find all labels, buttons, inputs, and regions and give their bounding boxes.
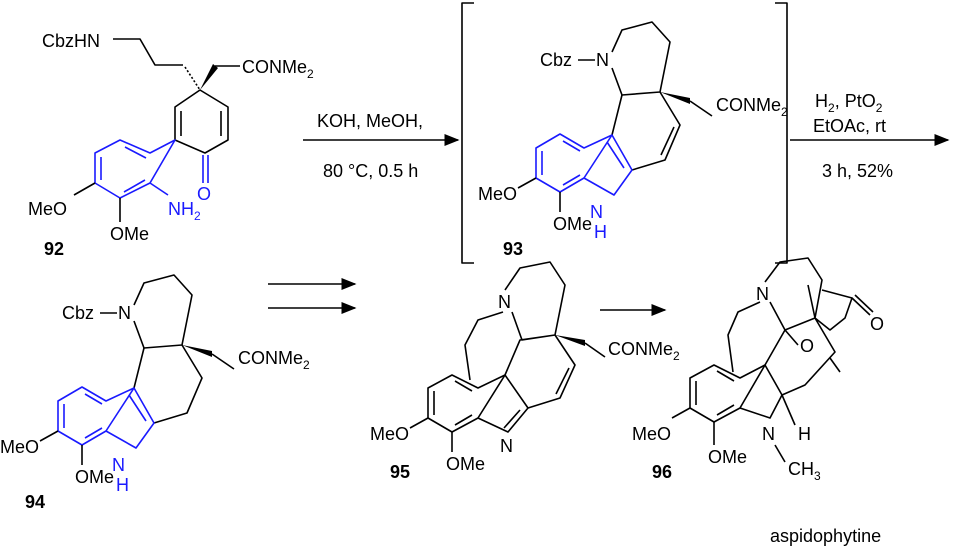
- conme2-group: CONMe2: [716, 95, 788, 119]
- indoline-n: N: [762, 424, 775, 444]
- step1-conditions-line1: KOH, MeOH,: [317, 111, 423, 131]
- conme2-group: CONMe2: [238, 348, 310, 372]
- nh2-group: NH2: [168, 199, 201, 223]
- piperidine-n: N: [118, 303, 131, 323]
- compound-name: aspidophytine: [770, 526, 881, 546]
- meo-group: MeO: [632, 424, 671, 444]
- amine-n: N: [498, 292, 511, 312]
- reaction-arrow-step1: KOH, MeOH, 80 °C, 0.5 h: [303, 111, 460, 181]
- meo-group: MeO: [0, 437, 39, 457]
- compound-93: Cbz N CONMe2 N H MeO OMe 93: [478, 21, 788, 259]
- carbonyl-o: O: [197, 184, 211, 204]
- amine-n: N: [756, 284, 769, 304]
- step2-conditions-line3: 3 h, 52%: [822, 161, 893, 181]
- ome-group: OMe: [708, 447, 747, 467]
- left-bracket: [461, 2, 474, 264]
- multistep-arrows: [268, 278, 357, 314]
- ome-group: OMe: [75, 467, 114, 487]
- n-methyl: CH3: [788, 459, 821, 483]
- indole-n: N: [112, 455, 125, 475]
- carbonyl-o: O: [870, 314, 884, 334]
- piperidine-n: N: [596, 50, 609, 70]
- conme2-group: CONMe2: [242, 57, 314, 81]
- compound-94: Cbz N CONMe2 N H MeO OMe 94: [0, 274, 310, 512]
- ome-group: OMe: [446, 454, 485, 474]
- meo-group: MeO: [28, 199, 67, 219]
- meo-group: MeO: [370, 424, 409, 444]
- cbz-group: Cbz: [540, 50, 572, 70]
- compound-label: 93: [503, 239, 523, 259]
- indole-h: H: [116, 475, 129, 495]
- ome-group: OMe: [553, 214, 592, 234]
- h-atom: H: [798, 424, 811, 444]
- compound-label: 92: [44, 239, 64, 259]
- conme2-group: CONMe2: [608, 339, 680, 363]
- compound-label: 94: [25, 492, 45, 512]
- compound-95: N CONMe2 N MeO OMe 95: [370, 261, 680, 482]
- right-bracket: [775, 2, 788, 264]
- cbzhn-group: CbzHN: [42, 31, 100, 51]
- step2-conditions-line1: H2, PtO2: [815, 91, 883, 115]
- meo-group: MeO: [478, 184, 517, 204]
- compound-92: CbzHN CONMe2 O NH2 MeO OMe 92: [28, 31, 314, 259]
- step1-conditions-line2: 80 °C, 0.5 h: [323, 161, 418, 181]
- compound-96: N O O N H CH3 MeO OMe 96 aspidophytine: [632, 257, 884, 546]
- indole-n: N: [590, 202, 603, 222]
- ome-group: OMe: [110, 224, 149, 244]
- step2-conditions-line2: EtOAc, rt: [813, 116, 886, 136]
- imine-n: N: [500, 436, 513, 456]
- ring-o: O: [800, 336, 814, 356]
- compound-label: 96: [652, 462, 672, 482]
- indole-h: H: [594, 222, 607, 242]
- cbz-group: Cbz: [62, 303, 94, 323]
- compound-label: 95: [390, 462, 410, 482]
- reaction-arrow-step2: H2, PtO2 EtOAc, rt 3 h, 52%: [790, 91, 950, 181]
